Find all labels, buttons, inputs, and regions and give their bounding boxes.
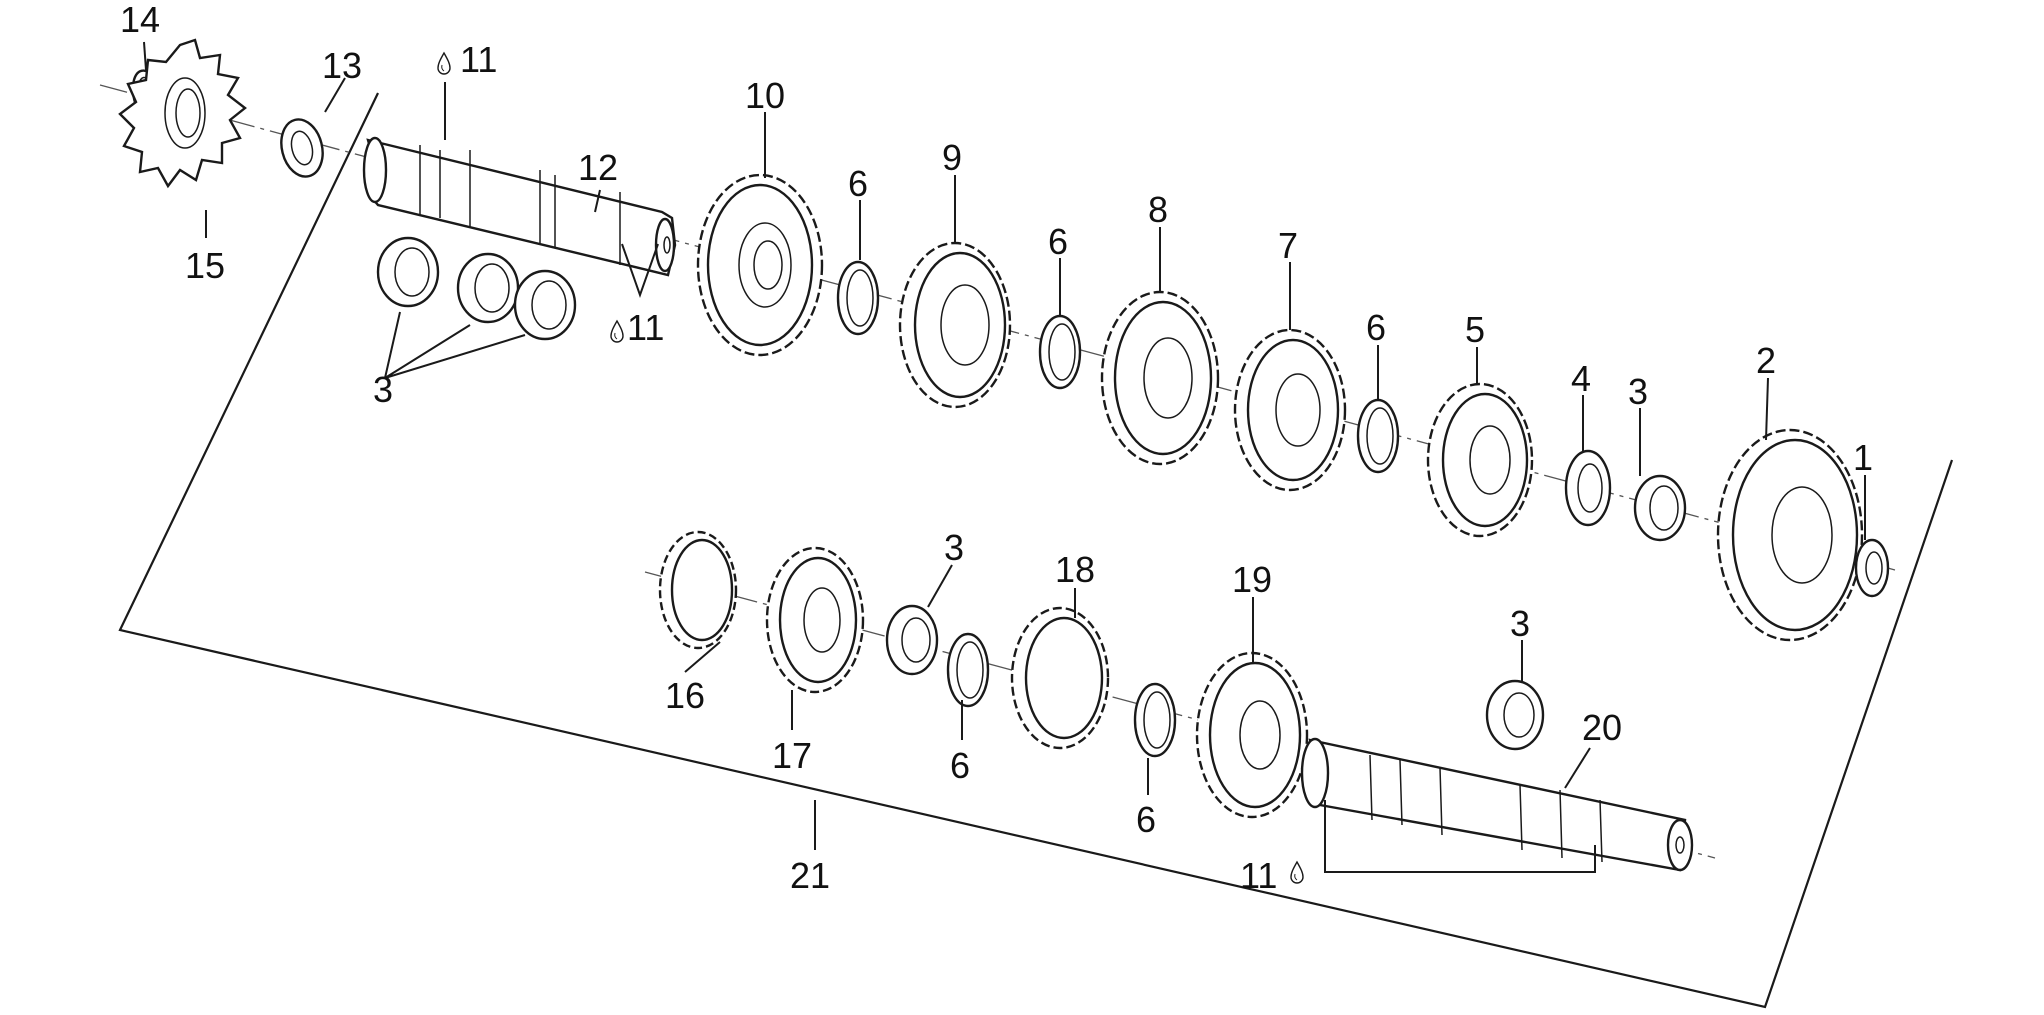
label-16: 16 — [665, 675, 705, 716]
label-3: 3 — [1628, 371, 1648, 412]
label-12: 12 — [578, 147, 618, 188]
washer-part — [1564, 449, 1612, 527]
label-20: 20 — [1582, 707, 1622, 748]
label-6: 6 — [1048, 221, 1068, 262]
label-3: 3 — [373, 369, 393, 410]
circlip-part — [836, 260, 1400, 474]
gear-part — [696, 173, 824, 357]
label-6: 6 — [1366, 307, 1386, 348]
washer-part — [1854, 538, 1890, 598]
label-2: 2 — [1756, 340, 1776, 381]
label-3: 3 — [1510, 603, 1530, 644]
label-6: 6 — [950, 745, 970, 786]
label-11: 11 — [1240, 855, 1277, 896]
needle-bearing-part — [1485, 679, 1545, 751]
oil-drop-icon — [610, 320, 624, 343]
circlip-part — [946, 632, 1177, 758]
sprocket-part — [118, 38, 247, 189]
needle-bearing-part — [1633, 474, 1687, 542]
label-4: 4 — [1571, 358, 1591, 399]
label-10: 10 — [745, 75, 785, 116]
gear-part — [1716, 428, 1864, 642]
label-6: 6 — [1136, 799, 1156, 840]
main-shaft-part — [362, 136, 677, 277]
assembly-frame — [118, 92, 1954, 1009]
label-13: 13 — [322, 45, 362, 86]
label-14: 14 — [120, 0, 160, 40]
label-5: 5 — [1465, 309, 1485, 350]
gear-part — [898, 241, 1012, 409]
label-1: 1 — [1853, 437, 1873, 478]
label-8: 8 — [1148, 189, 1168, 230]
leader-lines — [143, 41, 1866, 873]
gear-part — [1233, 328, 1347, 492]
gear-part — [1426, 382, 1534, 538]
gear-part — [765, 546, 865, 694]
label-17: 17 — [772, 735, 812, 776]
counter-shaft-part — [1300, 737, 1694, 872]
label-6: 6 — [848, 163, 868, 204]
gear-part — [1010, 606, 1110, 750]
oil-drop-icon — [437, 52, 451, 75]
gear-part — [658, 530, 738, 650]
label-15: 15 — [185, 245, 225, 286]
label-19: 19 — [1232, 559, 1272, 600]
gear-part — [1195, 651, 1309, 819]
label-9: 9 — [942, 137, 962, 178]
needle-bearing-part — [376, 236, 577, 341]
oil-drop-icon — [1290, 861, 1304, 884]
label-11: 11 — [627, 307, 664, 348]
label-7: 7 — [1278, 225, 1298, 266]
label-11: 11 — [460, 39, 497, 80]
label-21: 21 — [790, 855, 830, 896]
label-3: 3 — [944, 527, 964, 568]
gear-part — [1100, 290, 1220, 466]
washer-part — [280, 118, 324, 178]
needle-bearing-part — [885, 604, 939, 676]
label-18: 18 — [1055, 549, 1095, 590]
